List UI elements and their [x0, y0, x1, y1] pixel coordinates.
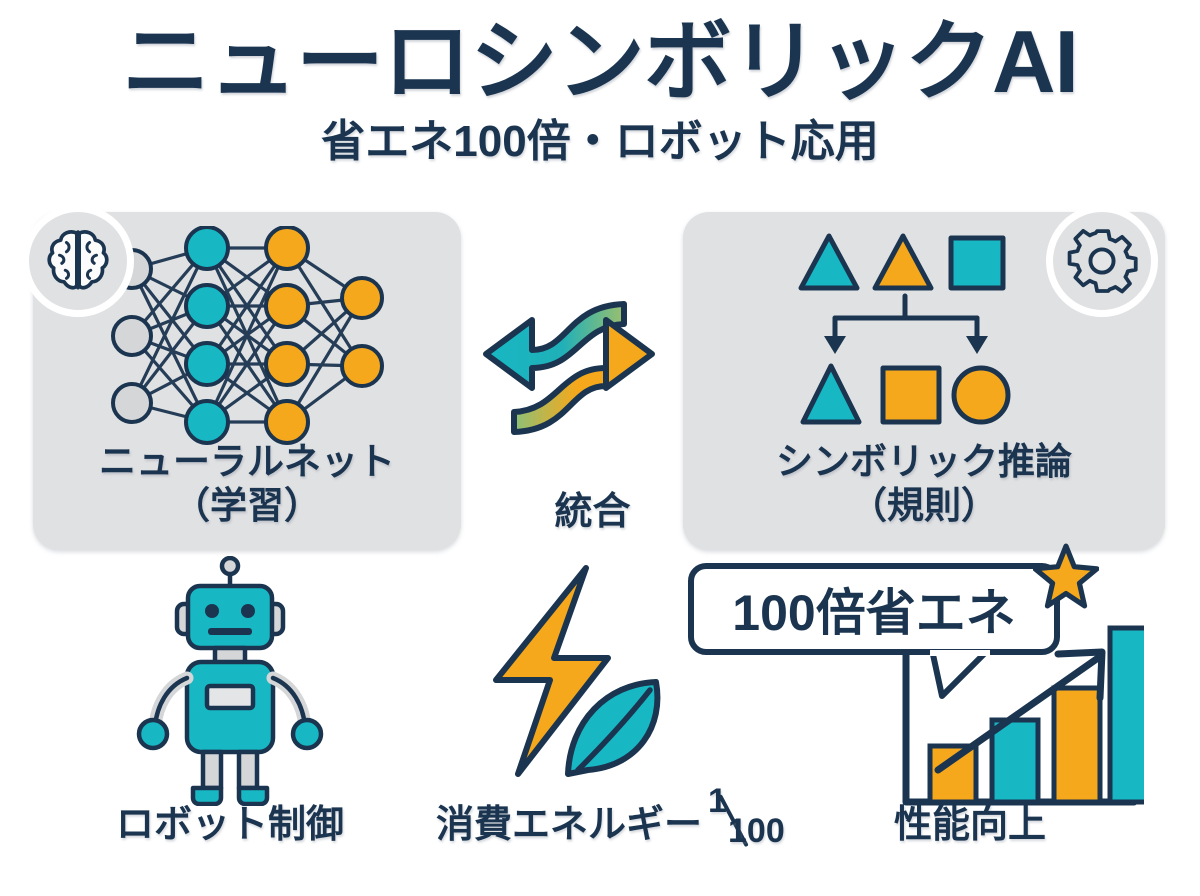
- page-title: ニューロシンボリックAI: [121, 12, 1079, 111]
- feature-energy-label: 消費エネルギー 1 100: [435, 784, 785, 848]
- shape-circle-orange-bottom: [951, 365, 1011, 425]
- shape-square-teal-top: [948, 235, 1006, 291]
- feature-performance: 性能向上: [800, 556, 1144, 846]
- lightning-bolt-shape: [493, 565, 611, 777]
- feature-energy-label-text: 消費エネルギー: [435, 804, 702, 846]
- neural-network-diagram: [111, 226, 384, 445]
- shape-triangle-orange-top: [872, 233, 934, 291]
- callout-text: 100倍省エネ: [732, 585, 1016, 641]
- title-block: ニューロシンボリックAI 省エネ100倍・ロボット応用: [0, 18, 1200, 164]
- shape-triangle-teal-bottom: [800, 363, 862, 425]
- two-way-swap-arrows-icon: [483, 301, 655, 435]
- chart-bar: [1051, 685, 1103, 805]
- page-subtitle: 省エネ100倍・ロボット応用: [321, 117, 879, 166]
- lightning-leaf-icon: [493, 565, 661, 777]
- chart-bar: [989, 717, 1041, 805]
- fraction-numerator: 1: [708, 782, 727, 820]
- trend-arrow: [934, 648, 1106, 774]
- feature-robot-control: ロボット制御: [60, 556, 400, 844]
- shape-square-orange-bottom: [880, 365, 942, 425]
- panel-symbolic-label-line1: シンボリック推論: [776, 441, 1072, 482]
- callout-bubble: 100倍省エネ: [688, 563, 1060, 655]
- feature-performance-label: 性能向上: [893, 804, 1046, 846]
- feature-energy-consumption: 消費エネルギー 1 100: [398, 556, 818, 848]
- feature-robot-label: ロボット制御: [115, 804, 344, 846]
- energy-fraction: 1 100: [706, 784, 785, 848]
- robot-icon: [136, 556, 324, 806]
- symbolic-rule-diagram: [798, 233, 1011, 425]
- gear-icon: [1067, 228, 1138, 294]
- star-icon: [1033, 543, 1099, 609]
- integration-label: 統合: [554, 491, 631, 533]
- brain-badge: [22, 205, 134, 317]
- panel-symbolic-label: シンボリック推論 （規則）: [683, 440, 1165, 527]
- panel-symbolic-label-line2: （規則）: [850, 484, 998, 526]
- panel-neural-network: ニューラルネット （学習）: [33, 212, 461, 550]
- bar-chart-growth-icon: [902, 608, 1144, 806]
- chart-bar: [1107, 625, 1144, 805]
- chart-bar: [927, 743, 979, 805]
- panel-neural-label-line2: （学習）: [173, 484, 321, 526]
- gear-badge: [1046, 205, 1158, 317]
- brain-icon: [47, 230, 109, 290]
- panel-neural-label-line1: ニューラルネット: [99, 441, 395, 482]
- panel-neural-label: ニューラルネット （学習）: [33, 440, 461, 527]
- integration-block: 統合: [470, 300, 715, 550]
- shape-triangle-teal-top: [798, 233, 860, 291]
- callout-tail: [930, 650, 990, 699]
- fraction-denominator: 100: [728, 812, 785, 850]
